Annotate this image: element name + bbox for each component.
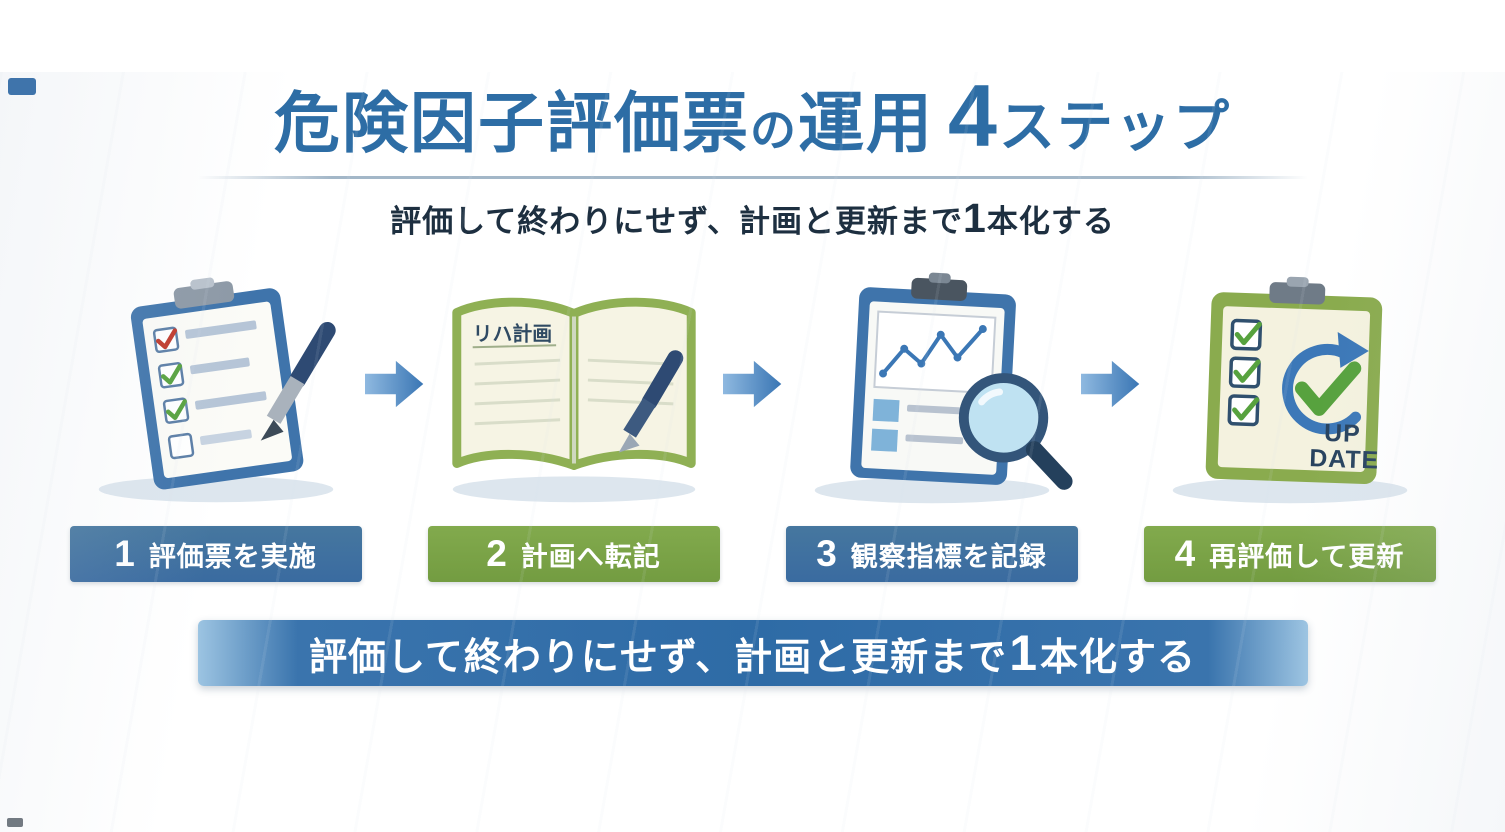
step-column-1: 1 評価票を実施 — [67, 268, 365, 582]
step-label-2: 2 計画へ転記 — [427, 526, 720, 582]
notebook-plan-icon: リハ計画 — [451, 297, 696, 503]
step-text-2: 計画へ転記 — [520, 541, 661, 572]
step-column-3: 3 観察指標を記録 — [783, 268, 1081, 582]
steps-row: 1 評価票を実施 — [67, 268, 1439, 582]
subtitle-number: 1 — [963, 195, 987, 241]
pen-icon — [260, 321, 336, 441]
title-tail: 運用 — [798, 86, 935, 160]
clipboard-update-icon: UP DATE — [1172, 276, 1407, 504]
update-checkbox-2 — [1228, 356, 1261, 389]
banner-number: 1 — [1009, 625, 1038, 681]
update-text-top: UP — [1323, 420, 1360, 448]
step-label-4: 4 再評価して更新 — [1143, 526, 1436, 582]
decoration-mark-bottom-left — [7, 818, 23, 827]
banner-post: 本化する — [1040, 636, 1197, 679]
step-number-3: 3 — [816, 533, 837, 574]
update-checkbox-1 — [1229, 318, 1262, 351]
title-suffix: ステップ — [998, 95, 1231, 158]
update-text-bottom: DATE — [1308, 445, 1379, 474]
title-main: 危険因子評価票 — [274, 86, 751, 160]
notebook-title: リハ計画 — [472, 322, 551, 345]
clipboard-chart-magnifier-icon — [814, 272, 1073, 504]
arrow-right-icon-2 — [722, 268, 783, 414]
subtitle-post: 本化する — [986, 204, 1115, 239]
decoration-mark-top-left — [8, 78, 36, 95]
checklist-row-4 — [167, 429, 252, 460]
arrow-right-icon-1 — [364, 268, 425, 414]
magnifier-icon — [958, 373, 1073, 490]
step-column-2: リハ計画 2 計画へ転記 — [425, 268, 723, 582]
clipboard-checklist-icon — [98, 277, 336, 503]
subtitle-pre: 評価して終わりにせず、計画と更新まで — [390, 204, 964, 239]
title-underline — [197, 176, 1308, 179]
pen-icon — [618, 350, 683, 453]
step-number-4: 4 — [1174, 533, 1196, 574]
step-number-1: 1 — [114, 533, 135, 574]
checklist-row-1 — [152, 320, 257, 354]
update-checkbox-3 — [1227, 394, 1259, 427]
step-column-4: UP DATE 4 再評価して更新 — [1141, 268, 1439, 582]
arrow-right-icon-3 — [1080, 268, 1141, 414]
title-particle: の — [750, 104, 799, 156]
step-number-2: 2 — [486, 533, 507, 574]
step-text-3: 観察指標を記録 — [850, 541, 1047, 572]
step-text-4: 再評価して更新 — [1209, 541, 1405, 572]
checklist-row-3 — [162, 391, 267, 424]
title-number: 4 — [948, 66, 999, 165]
banner-pre: 評価して終わりにせず、計画と更新まで — [308, 636, 1008, 679]
step-label-1: 1 評価票を実施 — [69, 526, 362, 582]
checklist-row-2 — [157, 357, 250, 389]
step-text-1: 評価票を実施 — [148, 541, 317, 572]
subtitle: 評価して終わりにせず、計画と更新まで1本化する — [0, 195, 1505, 242]
refresh-arrow-icon — [1281, 332, 1369, 435]
step-label-3: 3 観察指標を記録 — [785, 526, 1078, 582]
